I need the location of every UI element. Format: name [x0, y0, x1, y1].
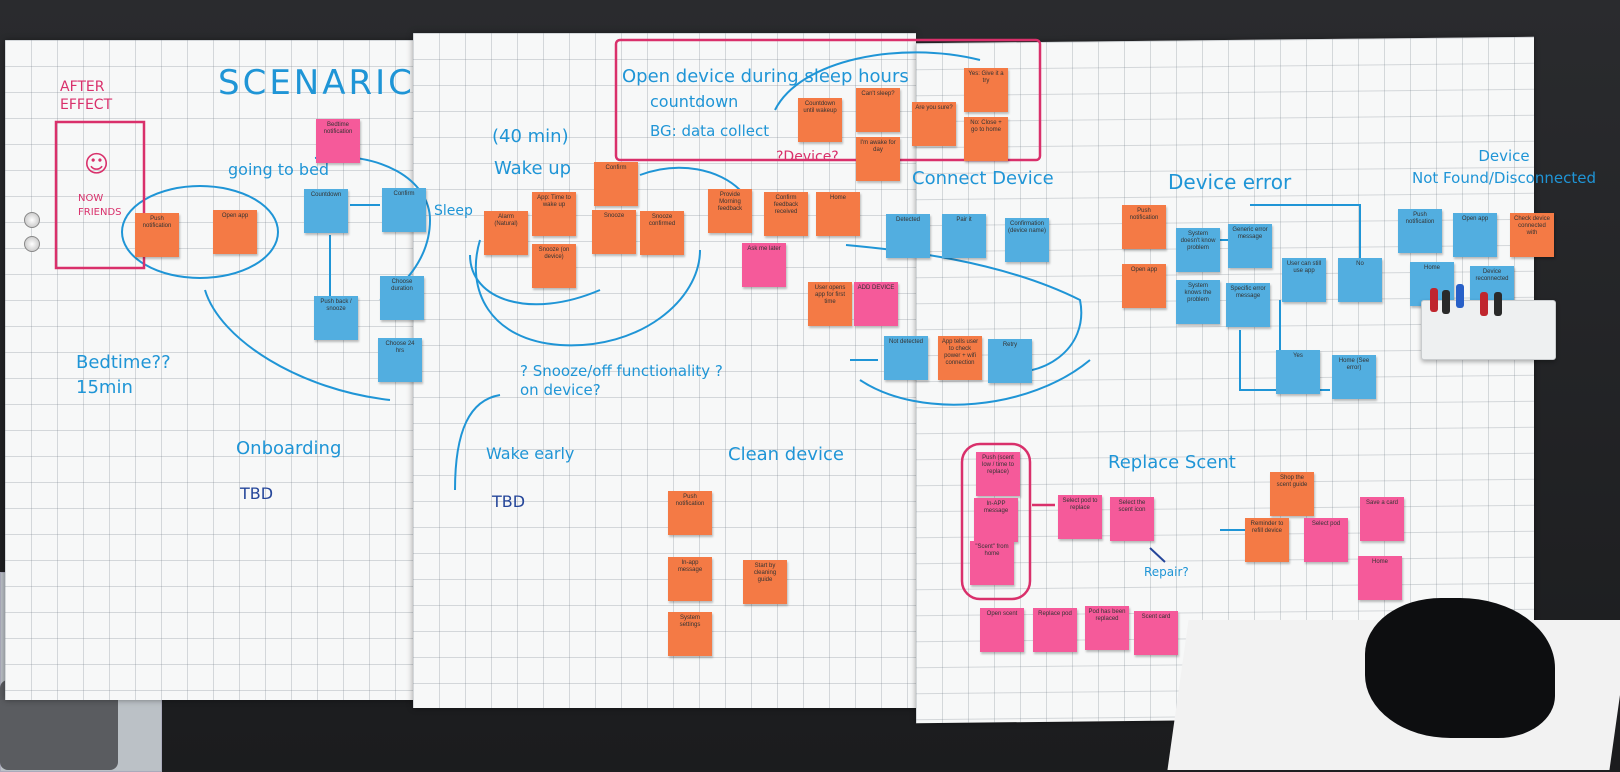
onboarding-heading: Onboarding	[236, 438, 342, 459]
smiley-icon: ☺	[84, 150, 110, 178]
sticky-note: Open scent	[980, 608, 1024, 652]
countdown-label: countdown	[650, 92, 739, 111]
replace-scent-heading: Replace Scent	[1108, 452, 1236, 473]
sticky-note: Snooze	[592, 210, 636, 254]
sticky-note: Yes	[1276, 350, 1320, 394]
sticky-note: Push notification	[668, 491, 712, 535]
sticky-note: Countdown until wakeup	[798, 98, 842, 142]
wake-up-heading: Wake up	[494, 158, 572, 179]
sticky-note: Home	[816, 192, 860, 236]
sticky-note: Countdown	[304, 189, 348, 233]
sticky-note: Yes: Give it a try	[964, 68, 1008, 112]
tbd-label: TBD	[240, 484, 274, 503]
sticky-note: System settings	[668, 612, 712, 656]
device-not-found-heading: Device Not Found/Disconnected	[1412, 147, 1596, 187]
sticky-note: No: Close + go to home	[964, 117, 1008, 161]
open-device-heading: Open device during sleep hours	[622, 66, 909, 87]
sticky-note: Home (See error)	[1332, 355, 1376, 399]
connect-device-heading: Connect Device	[912, 168, 1054, 189]
sticky-note: Choose duration	[380, 276, 424, 320]
sticky-note: Open app	[1122, 264, 1166, 308]
sticky-note: I'm awake for day	[856, 137, 900, 181]
snooze-question: ? Snooze/off functionality ? on device?	[520, 362, 723, 399]
magnet	[24, 236, 40, 252]
sticky-note: Confirm	[594, 162, 638, 206]
sticky-note: Open app	[1453, 213, 1497, 257]
sticky-note: Confirm	[382, 188, 426, 232]
sticky-note: Push notification	[1398, 209, 1442, 253]
sticky-note: Replace pod	[1033, 608, 1077, 652]
sleep-label: Sleep	[434, 203, 473, 219]
sticky-note: ADD DEVICE	[854, 282, 898, 326]
sticky-note: Check device connected with	[1510, 213, 1554, 257]
sticky-note: Retry	[988, 339, 1032, 383]
sticky-note: In-APP message	[974, 498, 1018, 542]
device-question: ?Device?	[776, 149, 839, 165]
sticky-note: Push (scent low / time to replace)	[976, 452, 1020, 496]
sticky-note: Alarm (Natural)	[484, 211, 528, 255]
sticky-note: Snooze (on device)	[532, 244, 576, 288]
marker	[1494, 292, 1502, 316]
sticky-note: Home	[1358, 556, 1402, 600]
sticky-note: Are you sure?	[912, 102, 956, 146]
marker	[1430, 288, 1438, 312]
sticky-note: Open app	[213, 210, 257, 254]
sticky-note: In-app message	[668, 557, 712, 601]
sticky-note: Scent card	[1134, 611, 1178, 655]
sticky-note: Snooze confirmed	[640, 211, 684, 255]
sticky-note: User opens app for first time	[808, 282, 852, 326]
device-error-heading: Device error	[1168, 170, 1292, 194]
sticky-note: User can still use app	[1282, 258, 1326, 302]
sticky-note: System knows the problem	[1176, 280, 1220, 324]
sticky-note: Push back / snooze	[314, 296, 358, 340]
sticky-note: No	[1338, 258, 1382, 302]
magnet	[24, 212, 40, 228]
sticky-note: App tells user to check power + wifi con…	[938, 336, 982, 380]
marker	[1480, 292, 1488, 316]
sticky-note: Select pod to replace	[1058, 495, 1102, 539]
forty-min-label: (40 min)	[492, 126, 569, 147]
clean-device-heading: Clean device	[728, 444, 844, 465]
going-to-bed-heading: going to bed	[228, 160, 330, 179]
wake-early-heading: Wake early	[486, 444, 575, 463]
sticky-note: Provide Morning feedback	[708, 189, 752, 233]
bg-data-label: BG: data collect	[650, 122, 770, 140]
sticky-note: Start by cleaning guide	[743, 560, 787, 604]
sticky-note: Choose 24 hrs	[378, 338, 422, 382]
tbd-label: TBD	[492, 492, 526, 511]
sticky-note: Ask me later	[742, 243, 786, 287]
sticky-note: App: Time to wake up	[532, 192, 576, 236]
sticky-note: Shop the scent guide	[1270, 472, 1314, 516]
sticky-note: Select pod	[1304, 518, 1348, 562]
after-effect-heading: AFTER EFFECT	[60, 79, 113, 114]
black-bag	[1365, 598, 1555, 738]
repair-question: Repair?	[1144, 565, 1189, 579]
sticky-note: Push notification	[135, 213, 179, 257]
sticky-note: Can't sleep?	[856, 88, 900, 132]
sticky-note: Confirm feedback received	[764, 192, 808, 236]
marker	[1456, 284, 1464, 308]
sticky-note: Detected	[886, 214, 930, 258]
sticky-note: "Scent" from home	[970, 541, 1014, 585]
sticky-note: Save a card	[1360, 497, 1404, 541]
sticky-note: Pair it	[942, 214, 986, 258]
sticky-note: Pod has been replaced	[1085, 606, 1129, 650]
sticky-note: Generic error message	[1228, 224, 1272, 268]
sticky-note: Bedtime notification	[316, 119, 360, 163]
sticky-note: System doesn't know problem	[1176, 228, 1220, 272]
whiteboard-panel-2	[413, 33, 916, 708]
sticky-note: Select the scent icon	[1110, 497, 1154, 541]
sticky-note: Specific error message	[1226, 283, 1270, 327]
now-friends-label: NOW FRIENDS	[78, 193, 122, 218]
marker	[1442, 290, 1450, 314]
scenario-title: SCENARIC	[218, 63, 415, 103]
sticky-note: Push notification	[1122, 205, 1166, 249]
sticky-note: Not detected	[884, 336, 928, 380]
sticky-note: Reminder to refill device	[1245, 518, 1289, 562]
bedtime-question: Bedtime?? 15min	[76, 352, 171, 399]
sticky-note: Confirmation (device name)	[1005, 218, 1049, 262]
